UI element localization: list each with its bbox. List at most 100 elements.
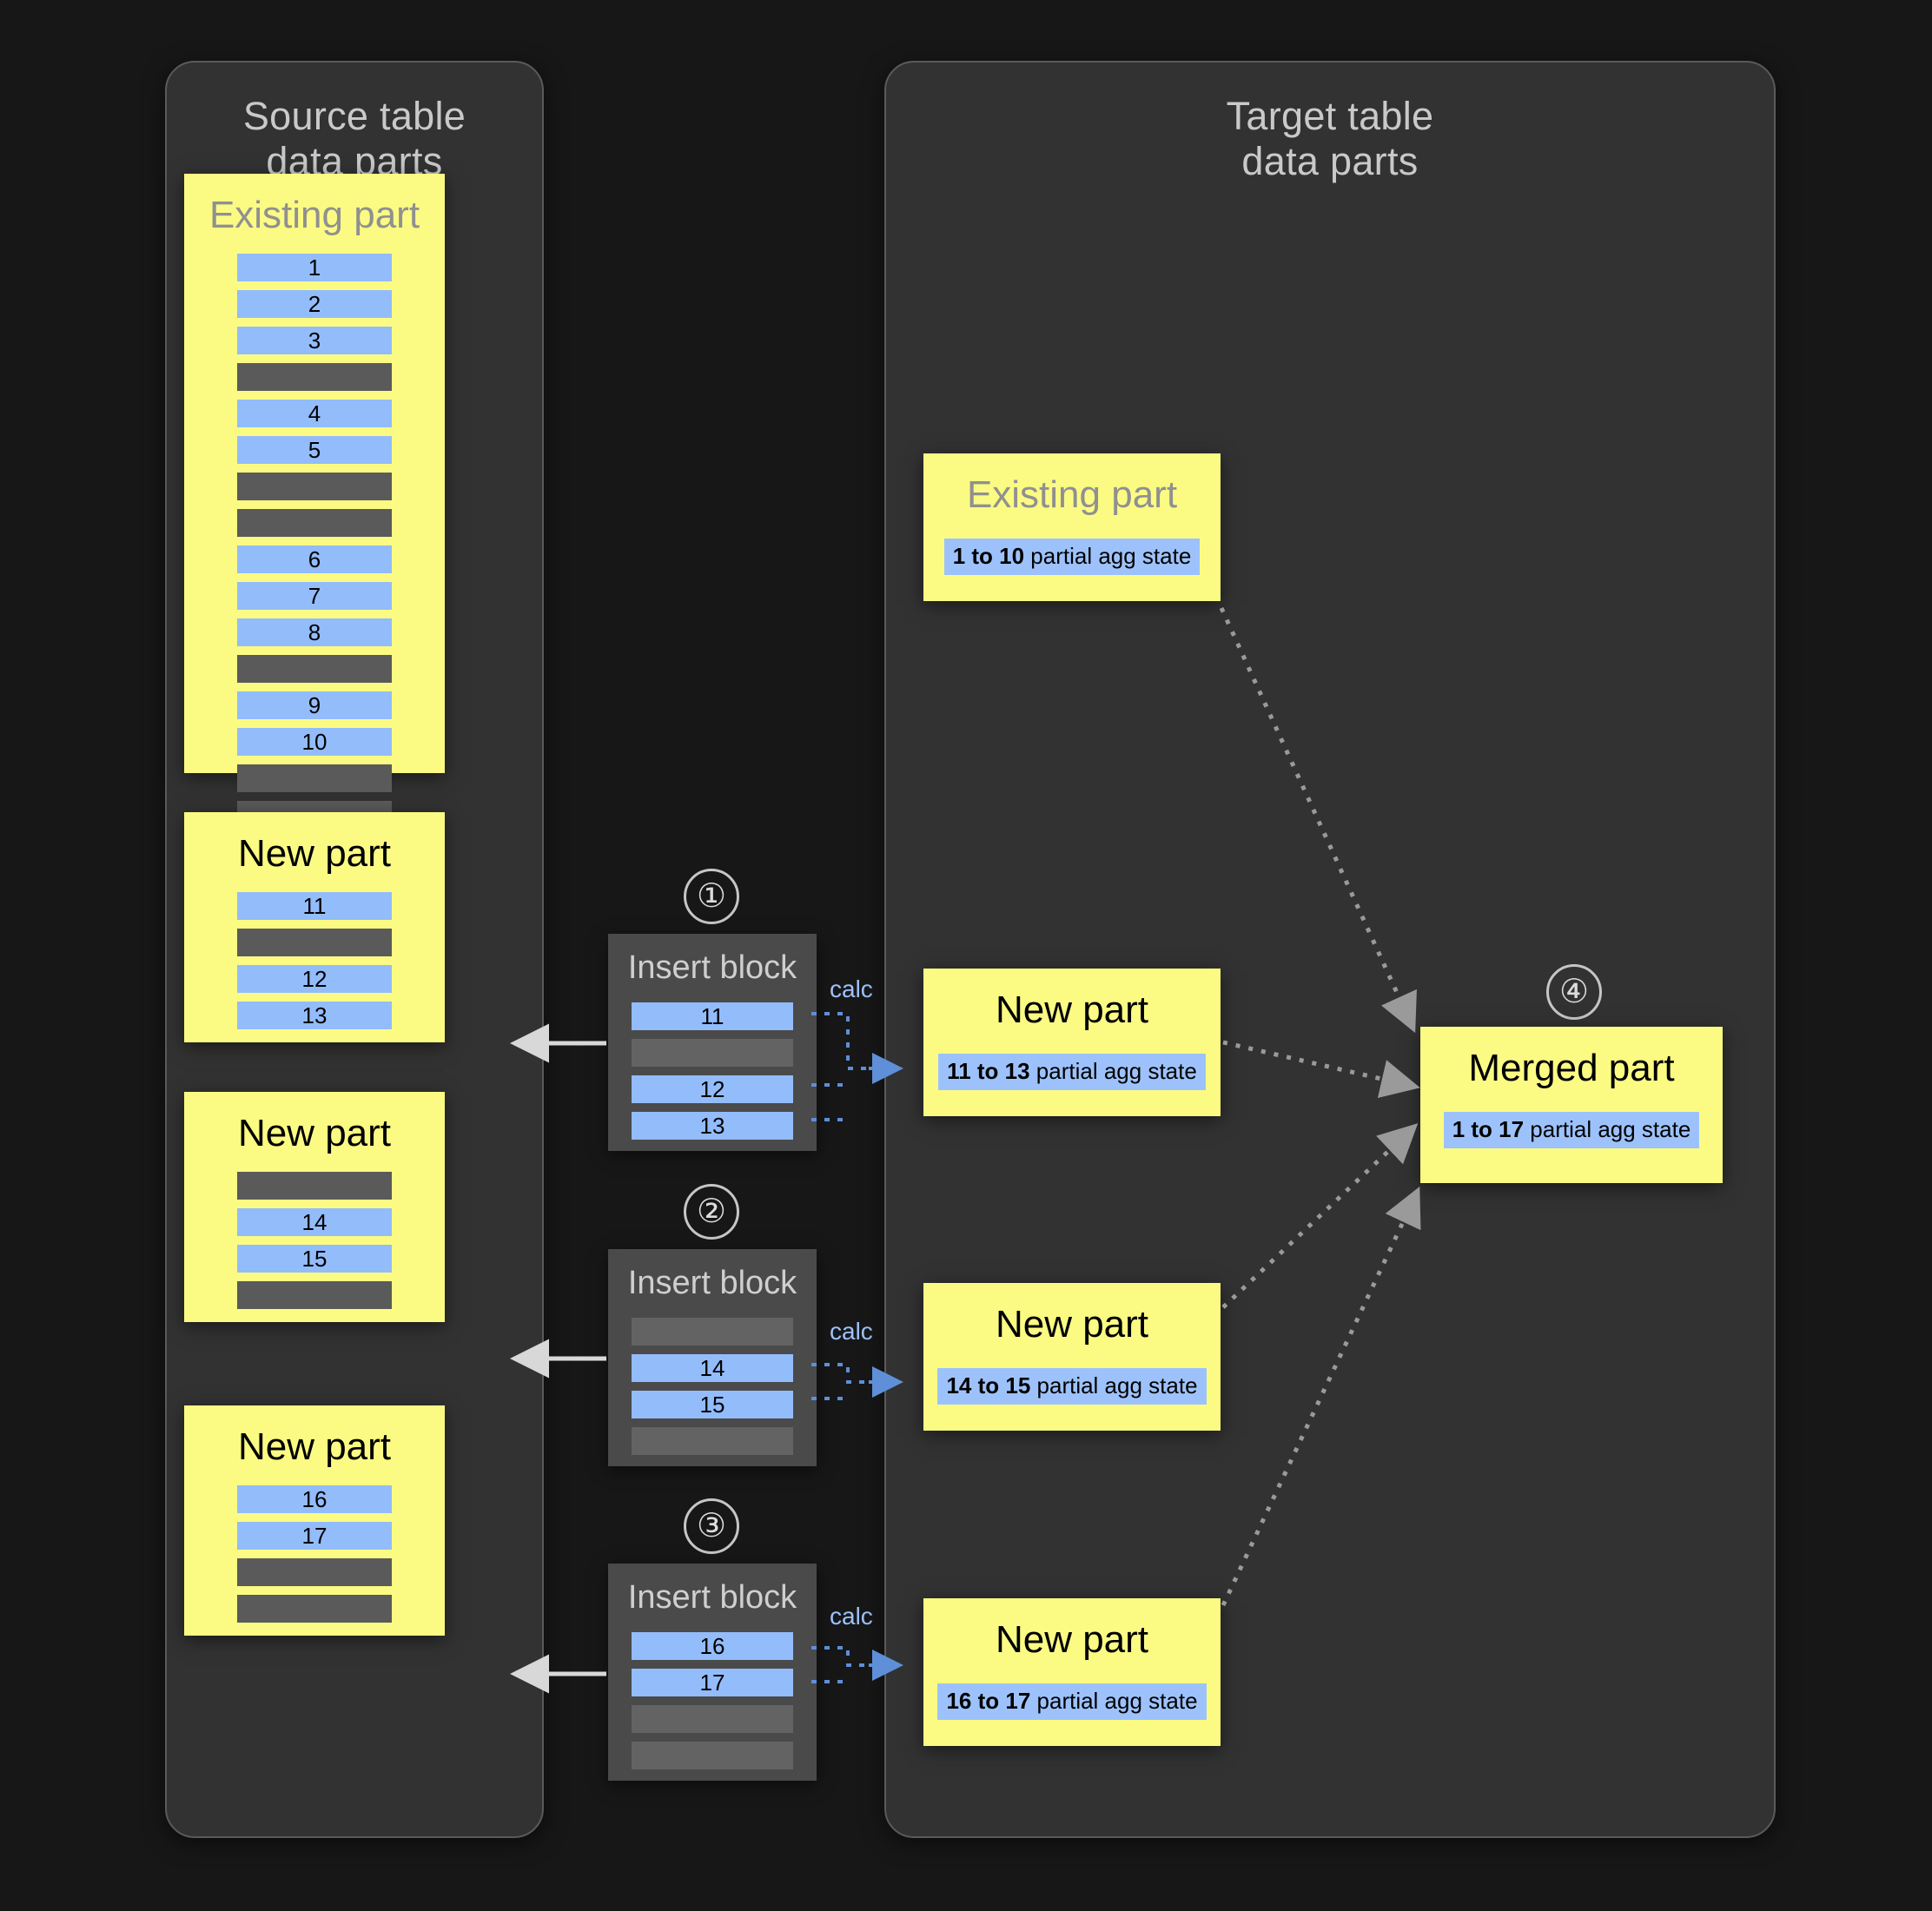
source-new-part-3-row: 17 (237, 1522, 392, 1550)
source-existing-part-rows: 1 2 3 4 5 6 7 8 9 10 (184, 254, 445, 851)
insert-block-2-title: Insert block (627, 1265, 797, 1301)
source-new-part-2: New part 14 15 (184, 1092, 445, 1322)
target-new-part-2-agg-suffix: partial agg state (1030, 1372, 1198, 1399)
source-new-part-3-row (237, 1558, 392, 1586)
target-new-part-3-agg-suffix: partial agg state (1030, 1688, 1198, 1714)
target-new-part-2: New part 14 to 15 partial agg state (923, 1283, 1221, 1431)
source-new-part-3-row (237, 1595, 392, 1623)
source-existing-part-row: 7 (237, 582, 392, 610)
target-existing-part: Existing part 1 to 10 partial agg state (923, 453, 1221, 601)
insert-block-3-title: Insert block (627, 1579, 797, 1616)
insert-block-3-row (632, 1742, 793, 1769)
source-existing-part: Existing part 1 2 3 4 5 6 7 8 9 10 (184, 174, 445, 829)
calc-label-1: calc (830, 975, 873, 1002)
target-existing-part-agg-suffix: partial agg state (1024, 543, 1192, 569)
target-new-part-3-agg: 16 to 17 partial agg state (937, 1683, 1207, 1720)
insert-block-3-row (632, 1705, 793, 1733)
merged-part-agg-wrap: 1 to 17 partial agg state (1420, 1107, 1723, 1174)
source-existing-part-row: 9 (237, 691, 392, 719)
source-new-part-3-title: New part (237, 1425, 392, 1468)
target-existing-part-agg-range: 1 to 10 (952, 543, 1025, 569)
target-new-part-1-agg-wrap: 11 to 13 partial agg state (923, 1048, 1221, 1116)
source-existing-part-row (237, 363, 392, 391)
target-existing-part-agg-wrap: 1 to 10 partial agg state (923, 533, 1221, 601)
source-new-part-2-row: 14 (237, 1208, 392, 1236)
step-badge-2: ② (684, 1184, 739, 1240)
insert-block-2: Insert block 14 15 (608, 1249, 817, 1466)
insert-block-2-row: 15 (632, 1391, 793, 1418)
source-table-title: Source table data parts (242, 94, 466, 183)
source-new-part-2-row (237, 1172, 392, 1200)
target-new-part-2-agg: 14 to 15 partial agg state (937, 1368, 1207, 1405)
source-new-part-2-title: New part (237, 1112, 392, 1154)
merged-part-agg: 1 to 17 partial agg state (1443, 1112, 1700, 1148)
target-table-title: Target table data parts (1226, 94, 1434, 183)
calc-label-2: calc (830, 1318, 873, 1345)
target-new-part-2-title: New part (995, 1303, 1149, 1346)
insert-block-2-row (632, 1318, 793, 1346)
insert-block-2-row: 14 (632, 1354, 793, 1382)
target-new-part-3: New part 16 to 17 partial agg state (923, 1598, 1221, 1746)
source-new-part-2-row (237, 1281, 392, 1309)
step-badge-4: ④ (1546, 964, 1602, 1020)
source-new-part-2-row: 15 (237, 1245, 392, 1273)
source-existing-part-row: 1 (237, 254, 392, 281)
step-badge-1: ① (684, 869, 739, 924)
insert-block-3: Insert block 16 17 (608, 1564, 817, 1781)
source-new-part-1-row (237, 929, 392, 956)
source-existing-part-row: 8 (237, 618, 392, 646)
insert-block-1-row: 12 (632, 1075, 793, 1103)
source-new-part-1: New part 11 12 13 (184, 812, 445, 1042)
target-new-part-3-agg-wrap: 16 to 17 partial agg state (923, 1678, 1221, 1746)
source-existing-part-row: 6 (237, 546, 392, 573)
source-existing-part-row: 4 (237, 400, 392, 427)
insert-block-1-title: Insert block (627, 949, 797, 986)
step-badge-3: ③ (684, 1498, 739, 1554)
source-new-part-1-rows: 11 12 13 (184, 892, 445, 1052)
merged-part-agg-suffix: partial agg state (1524, 1116, 1691, 1142)
source-new-part-1-title: New part (237, 832, 392, 875)
insert-block-3-row: 16 (632, 1632, 793, 1660)
insert-block-1-row: 11 (632, 1002, 793, 1030)
source-new-part-1-row: 11 (237, 892, 392, 920)
insert-block-2-row (632, 1427, 793, 1455)
source-existing-part-row: 2 (237, 290, 392, 318)
source-existing-part-row: 5 (237, 436, 392, 464)
target-new-part-3-agg-range: 16 to 17 (946, 1688, 1031, 1714)
target-new-part-1-agg-suffix: partial agg state (1029, 1058, 1197, 1084)
source-existing-part-row (237, 473, 392, 500)
source-existing-part-row: 3 (237, 327, 392, 354)
source-new-part-3: New part 16 17 (184, 1405, 445, 1636)
merged-part-title: Merged part (1468, 1047, 1675, 1089)
target-new-part-1-title: New part (995, 989, 1149, 1031)
target-table-panel: Target table data parts (884, 61, 1776, 1838)
merged-part-agg-range: 1 to 17 (1452, 1116, 1525, 1142)
source-new-part-1-row: 12 (237, 965, 392, 993)
calc-connectors (811, 1012, 886, 1683)
target-new-part-1-agg-range: 11 to 13 (947, 1058, 1030, 1084)
insert-block-1-row (632, 1039, 793, 1067)
target-new-part-3-title: New part (995, 1618, 1149, 1661)
source-existing-part-row (237, 764, 392, 792)
insert-block-1-rows: 11 12 13 (608, 1002, 817, 1162)
insert-block-3-row: 17 (632, 1669, 793, 1696)
target-new-part-2-agg-wrap: 14 to 15 partial agg state (923, 1363, 1221, 1431)
source-new-part-3-row: 16 (237, 1485, 392, 1513)
source-new-part-1-row: 13 (237, 1002, 392, 1029)
source-existing-part-title: Existing part (208, 194, 420, 236)
merged-part: Merged part 1 to 17 partial agg state (1420, 1027, 1723, 1183)
source-existing-part-row: 10 (237, 728, 392, 756)
target-new-part-1: New part 11 to 13 partial agg state (923, 969, 1221, 1116)
insert-block-1: Insert block 11 12 13 (608, 934, 817, 1151)
calc-label-3: calc (830, 1603, 873, 1630)
target-existing-part-agg: 1 to 10 partial agg state (943, 539, 1201, 575)
source-existing-part-row (237, 655, 392, 683)
target-new-part-2-agg-range: 14 to 15 (946, 1372, 1031, 1399)
insert-block-1-row: 13 (632, 1112, 793, 1140)
source-existing-part-row (237, 509, 392, 537)
